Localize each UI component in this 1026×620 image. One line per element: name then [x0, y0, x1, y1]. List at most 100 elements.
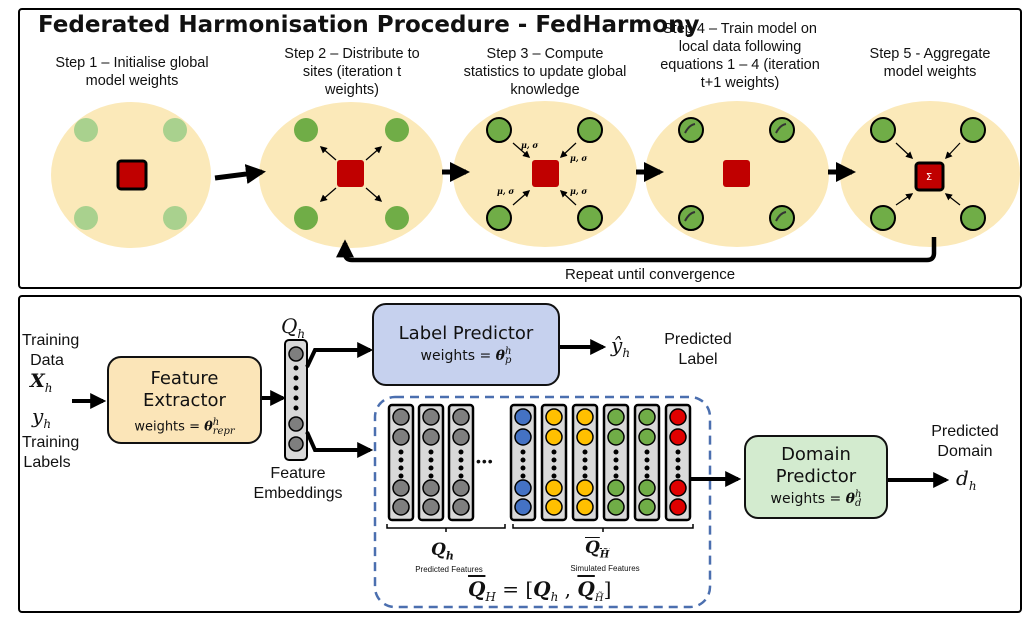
- feature-dot: [675, 465, 681, 471]
- sf-symbol: Q: [585, 538, 600, 558]
- feature-node: [545, 408, 563, 426]
- lp-weights-prefix: weights =: [420, 348, 496, 364]
- feature-node: [392, 408, 410, 426]
- feature-node: [392, 479, 410, 497]
- step1-line1: Step 1 – Initialise global: [55, 55, 209, 71]
- step5-nodes: [870, 117, 986, 231]
- d-h-symbol: dh: [956, 466, 977, 493]
- feature-dot: [582, 465, 588, 471]
- feature-dot: [644, 473, 650, 479]
- lp-sub: p: [505, 355, 512, 366]
- dp-theta: θ: [845, 491, 856, 507]
- feature-node: [452, 498, 470, 516]
- y-h-symbol: yh: [32, 404, 51, 431]
- feature-dot: [551, 457, 557, 463]
- step3-nodes: [486, 117, 603, 231]
- feature-node: [422, 408, 440, 426]
- training-labels-label: Training Labels: [22, 433, 79, 473]
- feature-node: [576, 498, 594, 516]
- y-symbol: y: [32, 404, 44, 428]
- page-title: Federated Harmonisation Procedure - FedH…: [38, 12, 700, 38]
- feature-dot: [613, 457, 619, 463]
- feature-node: [514, 428, 532, 446]
- feature-dot: [551, 473, 557, 479]
- feature-dot: [582, 449, 588, 455]
- feature-embeddings-label: Feature Embeddings: [248, 464, 348, 504]
- step2-nodes: [294, 118, 409, 230]
- step3-line1: Step 3 – Compute: [486, 46, 604, 62]
- eq-close: ]: [603, 577, 612, 601]
- predicted-domain-line1: Predicted: [931, 423, 999, 440]
- feature-node: [669, 479, 687, 497]
- feature-node: [638, 479, 656, 497]
- feature-dot: [520, 457, 526, 463]
- feature-dot: [398, 465, 404, 471]
- eq-b: Q: [577, 577, 595, 601]
- training-data-line2: Data: [30, 352, 64, 369]
- sum-label: Σ: [926, 172, 932, 183]
- feature-dot: [458, 473, 464, 479]
- feature-dot: [398, 449, 404, 455]
- feature-node: [452, 479, 470, 497]
- feature-dot: [644, 457, 650, 463]
- domain-predictor-line2: Predictor: [775, 466, 857, 487]
- feature-node: [422, 479, 440, 497]
- feature-extractor-line2: Extractor: [143, 390, 226, 411]
- feature-node: [576, 428, 594, 446]
- step4-caption: Step 4 – Train model on local data follo…: [640, 20, 840, 92]
- eq-a: Q: [533, 577, 551, 601]
- training-data-label: Training Data: [22, 331, 80, 371]
- eq-lhs-sub: H: [485, 590, 496, 604]
- simulated-features-caption: Simulated Features: [570, 564, 640, 573]
- fe-theta: θ: [204, 419, 213, 435]
- feature-embeddings-line1: Feature: [270, 465, 326, 482]
- eq-b-sub: H̃: [594, 593, 604, 604]
- step5-line2: model weights: [883, 64, 977, 80]
- y-sub: h: [43, 417, 52, 431]
- feature-dot: [675, 473, 681, 479]
- predicted-domain-label: Predicted Domain: [925, 422, 1005, 462]
- feature-dot: [613, 473, 619, 479]
- x-symbol: X: [30, 370, 45, 392]
- feature-node: [576, 479, 594, 497]
- embeddings-to-label-arrow: [305, 342, 374, 368]
- feature-node: [545, 479, 563, 497]
- step2-line1: Step 2 – Distribute to: [284, 46, 420, 62]
- dh-symbol: d: [956, 466, 969, 490]
- step4-line3: equations 1 – 4 (iteration: [660, 57, 820, 73]
- step5-line1: Step 5 - Aggregate: [869, 46, 991, 62]
- q-h-symbol: Qh: [281, 314, 305, 341]
- eq-comma: ,: [558, 577, 578, 601]
- stat-label-bl: μ, σ: [497, 186, 514, 196]
- predicted-domain-line2: Domain: [937, 443, 993, 460]
- feature-dot: [582, 457, 588, 463]
- combined-features-dashed-box: [373, 395, 712, 609]
- ellipsis-dots: •••: [476, 453, 494, 469]
- feature-dot: [428, 473, 434, 479]
- feature-node: [452, 408, 470, 426]
- feature-dot: [520, 473, 526, 479]
- feature-dot: [520, 465, 526, 471]
- step1-nodes: [74, 118, 187, 230]
- feature-node: [545, 428, 563, 446]
- dh-sub: h: [968, 479, 977, 493]
- feature-dot: [428, 465, 434, 471]
- feature-node: [638, 498, 656, 516]
- step4-nodes: [678, 117, 795, 231]
- step2-line2: sites (iteration t: [302, 64, 402, 80]
- feature-embedding-column: [284, 339, 308, 461]
- step1-to-2-arrow: [214, 164, 266, 184]
- feature-dot: [398, 457, 404, 463]
- training-data-line1: Training: [22, 332, 80, 349]
- feature-dot: [582, 473, 588, 479]
- step4-line4: t+1 weights): [700, 75, 780, 91]
- domain-predictor-line1: Domain: [781, 444, 851, 465]
- dp-sup: h: [855, 489, 862, 500]
- predicted-features-caption: Predicted Features: [415, 565, 483, 574]
- simulated-features-symbol: QH̃: [585, 538, 609, 560]
- simulated-features-bracket: [512, 524, 694, 532]
- feature-node: [669, 428, 687, 446]
